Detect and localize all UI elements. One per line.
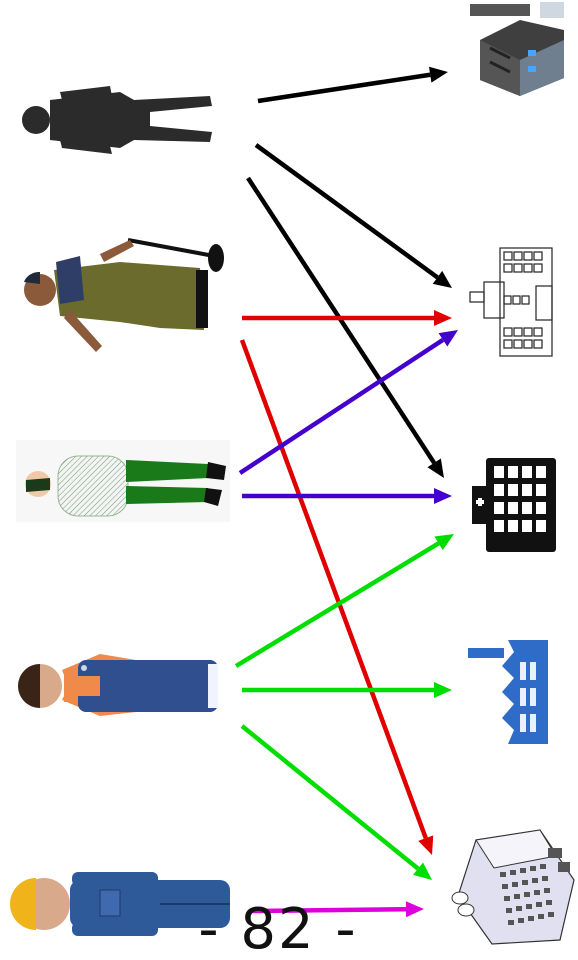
arrow-shaft [240, 724, 420, 871]
worker-with-hardhat-icon [10, 872, 230, 936]
tower-building-icon [451, 829, 575, 945]
arrow-head [427, 458, 444, 478]
arrow-casual-man-to-office [238, 330, 458, 475]
man-in-green-pants-icon [16, 440, 230, 522]
factory-building-icon [470, 2, 564, 96]
arrow-head [418, 835, 434, 855]
office-building-icon [469, 247, 553, 357]
arrow-shaft [234, 541, 440, 668]
worker-in-overalls-icon [18, 654, 218, 716]
arrow-casual-man-to-hospital [242, 488, 452, 504]
hospital-building-icon [472, 458, 556, 552]
arrow-head [405, 901, 424, 918]
arrow-overalls-worker-to-tower [240, 724, 432, 880]
page-number: - 82 - [198, 900, 358, 960]
arrow-shaft [246, 176, 437, 465]
arrow-silhouette-man-to-factory [257, 66, 448, 104]
arrow-head [434, 534, 454, 551]
arrow-cart-pusher-to-office [242, 310, 452, 326]
arrow-head [434, 488, 452, 504]
arrow-silhouette-man-to-office [254, 143, 452, 288]
plant-building-icon [468, 640, 548, 744]
arrow-shaft [239, 339, 428, 839]
arrow-head [438, 330, 458, 347]
arrow-head [432, 270, 452, 288]
arrow-cart-pusher-to-tower [239, 339, 434, 855]
arrow-head [434, 682, 452, 698]
silhouette-person-icon [22, 86, 212, 154]
arrow-shaft [251, 906, 407, 914]
arrow-shaft [257, 72, 431, 104]
arrow-hardhat-worker-to-tower [251, 901, 424, 918]
arrow-head [434, 310, 452, 326]
arrow-shaft [238, 337, 445, 475]
arrow-overalls-worker-to-plant [242, 682, 452, 698]
arrow-head [428, 66, 448, 83]
worker-pushing-cart-icon [24, 238, 224, 352]
connection-arrows [234, 66, 458, 918]
arrow-overalls-worker-to-hospital [234, 534, 454, 668]
arrow-shaft [254, 143, 439, 280]
arrow-head [412, 862, 432, 880]
arrow-silhouette-man-to-hospital [246, 176, 444, 478]
